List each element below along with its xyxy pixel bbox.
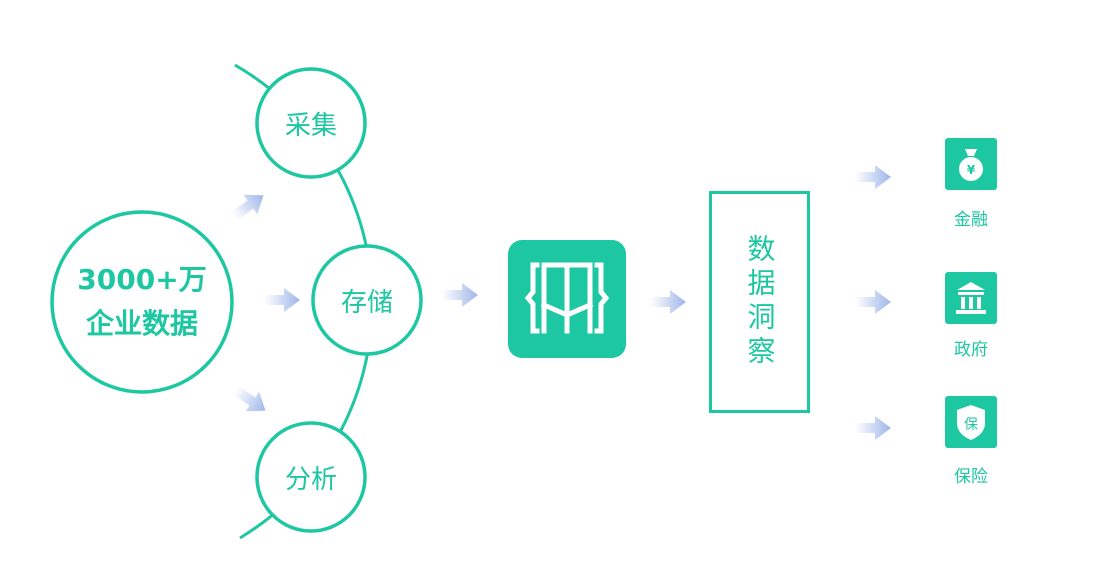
- insight-box: [709, 191, 810, 413]
- arrow-icon: [855, 290, 891, 314]
- stage-circle-store: [311, 244, 423, 356]
- yen-glyph: ¥: [967, 163, 976, 177]
- output-insurance-label: 保险: [954, 467, 988, 487]
- arrow-icon: [442, 283, 478, 307]
- bao-glyph: 保: [964, 417, 978, 433]
- source-line1: 3000+万: [77, 263, 207, 296]
- arrow-icon: [229, 380, 273, 421]
- arrow-icon: [855, 416, 891, 440]
- arrow-icon: [855, 165, 891, 189]
- stage-circle-collect: [255, 67, 367, 179]
- stage-analyze-label: 分析: [284, 464, 337, 495]
- money-bag-icon: ¥: [945, 138, 997, 190]
- source-circle: [50, 210, 234, 394]
- output-government-label: 政府: [954, 340, 988, 360]
- stage-store-label: 存储: [340, 287, 393, 318]
- arrow-icon: [264, 288, 300, 312]
- output-finance-label: 金融: [954, 210, 988, 230]
- arrow-icon: [650, 290, 686, 314]
- source-label: 3000+万 企业数据: [52, 212, 232, 392]
- arrow-icon: [227, 185, 271, 226]
- government-building-icon: [945, 272, 997, 324]
- stage-circle-analyze: [255, 421, 367, 533]
- source-line2: 企业数据: [85, 307, 198, 340]
- insight-label: 数据洞察: [743, 234, 777, 370]
- shield-icon: 保: [945, 396, 997, 448]
- stage-collect-label: 采集: [284, 110, 337, 141]
